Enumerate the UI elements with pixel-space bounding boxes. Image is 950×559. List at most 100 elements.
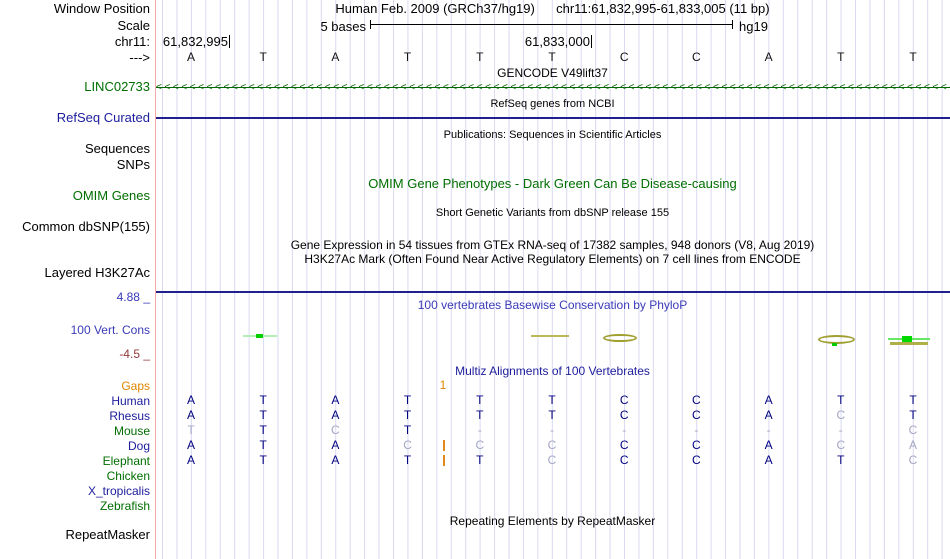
sequence-base: A: [764, 50, 773, 64]
h3k27ac-track-title[interactable]: H3K27Ac Mark (Often Found Near Active Re…: [304, 252, 801, 266]
alignment-base: -: [477, 423, 482, 437]
alignment-base: A: [186, 438, 196, 452]
scale-bar: [370, 20, 733, 29]
alignment-base: C: [619, 408, 629, 422]
alignment-base: C: [908, 423, 918, 437]
alignment-base: -: [694, 423, 699, 437]
gencode-track-title[interactable]: GENCODE V49lift37: [497, 66, 608, 80]
alignment-base: T: [259, 423, 267, 437]
guideline-grid: [155, 0, 950, 559]
scale-bar-label: 5 bases: [320, 19, 366, 34]
alignment-base: C: [692, 393, 701, 407]
sequence-base: C: [692, 50, 701, 64]
left-label-omim-genes[interactable]: OMIM Genes: [72, 188, 150, 203]
alignment-base: A: [764, 453, 773, 467]
sequence-base: A: [186, 50, 196, 64]
alignment-base: C: [692, 408, 701, 422]
sequence-base: T: [476, 50, 484, 64]
repeatmasker-track-title[interactable]: Repeating Elements by RepeatMasker: [449, 514, 656, 528]
alignment-base: A: [186, 408, 196, 422]
alignment-base: T: [403, 393, 412, 407]
sequence-base: T: [403, 50, 412, 64]
left-label-gene-linc02733[interactable]: LINC02733: [84, 79, 150, 94]
alignment-base: A: [186, 453, 196, 467]
left-label-layered-h3k27ac[interactable]: Layered H3K27Ac: [44, 265, 150, 280]
alignment-gap-bar: [443, 440, 445, 451]
species-label-zebrafish[interactable]: Zebrafish: [99, 499, 150, 513]
alignment-base: C: [619, 393, 629, 407]
alignment-base: A: [331, 408, 340, 422]
left-label-common-dbsnp[interactable]: Common dbSNP(155): [22, 219, 150, 234]
alignment-base: T: [476, 408, 484, 422]
alignment-base: T: [259, 438, 267, 452]
alignment-base: T: [403, 453, 412, 467]
species-label-rhesus[interactable]: Rhesus: [109, 409, 150, 423]
alignment-base: C: [836, 408, 846, 422]
left-label-sequences[interactable]: Sequences: [84, 141, 150, 156]
gtex-track-title[interactable]: Gene Expression in 54 tissues from GTEx …: [290, 238, 815, 252]
dbsnp-track-title[interactable]: Short Genetic Variants from dbSNP releas…: [435, 207, 670, 219]
conservation-max-label: 4.88 _: [116, 290, 150, 304]
alignment-base: C: [547, 438, 557, 452]
left-label-scale: Scale: [117, 18, 150, 33]
species-label-mouse[interactable]: Mouse: [113, 424, 150, 438]
alignment-base: -: [838, 423, 843, 437]
left-label-refseq-curated[interactable]: RefSeq Curated: [56, 110, 150, 125]
assembly-title: Human Feb. 2009 (GRCh37/hg19): [335, 1, 535, 16]
alignment-base: T: [476, 453, 484, 467]
alignment-base: T: [259, 408, 267, 422]
left-label-repeatmasker[interactable]: RepeatMasker: [65, 527, 150, 542]
phylop-track-title[interactable]: 100 vertebrates Basewise Conservation by…: [417, 298, 688, 312]
linc02733-gene-arrows[interactable]: <<<<<<<<<<<<<<<<<<<<<<<<<<<<<<<<<<<<<<<<…: [156, 82, 950, 93]
alignment-base: C: [619, 453, 629, 467]
species-label-elephant[interactable]: Elephant: [102, 454, 150, 468]
species-label-human[interactable]: Human: [111, 394, 150, 408]
multiz-track-title[interactable]: Multiz Alignments of 100 Vertebrates: [455, 364, 650, 378]
conservation-min-label: -4.5 _: [119, 347, 150, 361]
conservation-track-label[interactable]: 100 Vert. Cons: [70, 323, 150, 337]
alignment-base: C: [692, 453, 701, 467]
assembly-tag: hg19: [739, 19, 768, 34]
alignment-base: C: [836, 438, 846, 452]
alignment-base: T: [259, 453, 267, 467]
left-label-snps[interactable]: SNPs: [116, 157, 150, 172]
alignment-gap-bar: [443, 455, 445, 466]
alignment-base: A: [764, 408, 773, 422]
refseq-curated-gene-line[interactable]: [156, 117, 950, 119]
alignment-gap-count: 1: [439, 378, 447, 392]
alignment-base: T: [403, 423, 412, 437]
alignment-base: T: [403, 408, 412, 422]
species-label-dog[interactable]: Dog: [127, 439, 150, 453]
gaps-row-label[interactable]: Gaps: [121, 379, 150, 393]
alignment-base: T: [476, 393, 484, 407]
alignment-base: T: [187, 423, 195, 437]
sequence-base: T: [909, 50, 917, 64]
sequence-base: T: [548, 50, 556, 64]
left-label-window-position: Window Position: [53, 1, 150, 16]
alignment-base: T: [259, 393, 267, 407]
ruler-tick-1: 61,833,000: [500, 35, 592, 48]
alignment-base: A: [764, 438, 773, 452]
alignment-base: T: [548, 393, 556, 407]
publications-track-title[interactable]: Publications: Sequences in Scientific Ar…: [443, 129, 662, 141]
refseq-track-title[interactable]: RefSeq genes from NCBI: [490, 98, 615, 110]
omim-track-title[interactable]: OMIM Gene Phenotypes - Dark Green Can Be…: [368, 176, 737, 191]
sequence-base: C: [619, 50, 629, 64]
ruler-tick-0: 61,832,995: [148, 35, 230, 48]
left-label-strand: --->: [129, 50, 150, 65]
species-label-x_tropicalis[interactable]: X_tropicalis: [87, 484, 150, 498]
position-range: chr11:61,832,995-61,833,005 (11 bp): [556, 1, 770, 16]
sequence-base: T: [259, 50, 267, 64]
alignment-base: C: [692, 438, 701, 452]
alignment-base: T: [909, 393, 917, 407]
alignment-base: A: [331, 393, 340, 407]
species-label-chicken[interactable]: Chicken: [106, 469, 150, 483]
sequence-base: A: [331, 50, 340, 64]
alignment-base: C: [619, 438, 629, 452]
alignment-base: C: [475, 438, 485, 452]
alignment-base: A: [186, 393, 196, 407]
alignment-base: C: [331, 423, 340, 437]
alignment-base: T: [837, 453, 845, 467]
alignment-base: T: [909, 408, 917, 422]
